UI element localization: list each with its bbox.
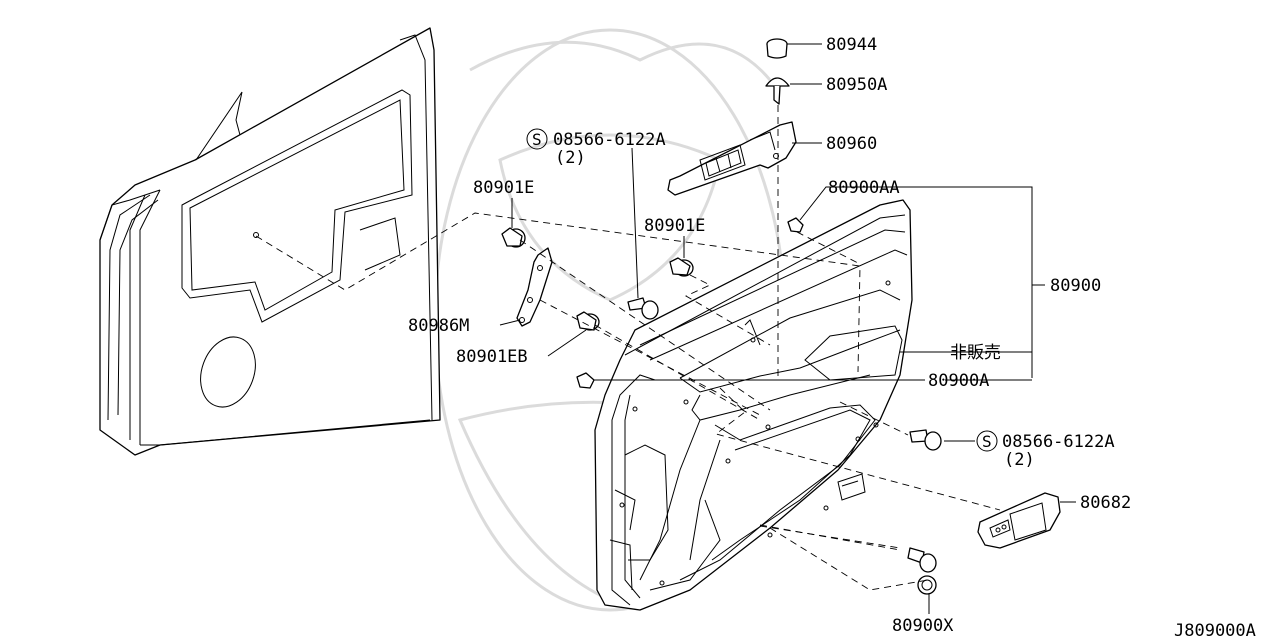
label-80900: 80900	[1050, 276, 1101, 296]
clip-80901e-mid	[669, 257, 694, 277]
label-screw-top-qty: (2)	[555, 148, 586, 168]
label-80960: 80960	[826, 134, 877, 154]
clip-80900aa	[787, 217, 804, 233]
label-80900a: 80900A	[928, 371, 989, 391]
label-80900aa: 80900AA	[828, 178, 900, 198]
assembly-dashed-lines	[255, 105, 1001, 591]
screw-top	[627, 297, 659, 320]
label-80944: 80944	[826, 35, 877, 55]
label-80986m: 80986M	[408, 316, 469, 336]
clip-80901e-left	[501, 227, 526, 248]
door-inner-panel	[99, 27, 441, 456]
label-80950a: 80950A	[826, 75, 887, 95]
door-trim-panel-80900	[594, 199, 913, 611]
switch-bezel-80682	[977, 492, 1061, 549]
label-non-sale: 非販売	[950, 343, 1001, 363]
label-80901e-left: 80901E	[473, 178, 534, 198]
clip-80944	[766, 38, 788, 59]
label-80900x: 80900X	[892, 616, 954, 636]
clip-80900a	[576, 372, 595, 389]
clip-80950a	[765, 77, 790, 105]
switch-bezel-80960	[667, 121, 797, 196]
label-80901eb: 80901EB	[456, 347, 528, 367]
label-80901e-mid: 80901E	[644, 216, 705, 236]
cap-80900x	[917, 575, 937, 595]
clip-80901eb	[576, 311, 600, 331]
figure-code: J809000A	[1174, 621, 1256, 638]
screw-symbol-top-letter: S	[532, 130, 542, 149]
leader-lines	[499, 43, 1076, 614]
screw-right	[909, 429, 942, 451]
label-80682: 80682	[1080, 493, 1131, 513]
screw-symbol-right-letter: S	[982, 432, 992, 451]
label-screw-right-qty: (2)	[1004, 450, 1035, 470]
label-screw-top: 08566-6122A	[553, 130, 666, 150]
screw-bottom	[907, 547, 937, 573]
screw-symbol-right: S	[976, 430, 998, 452]
label-screw-right: 08566-6122A	[1002, 432, 1115, 452]
screw-symbol-top: S	[526, 128, 548, 150]
bracket-80986m	[516, 247, 553, 327]
